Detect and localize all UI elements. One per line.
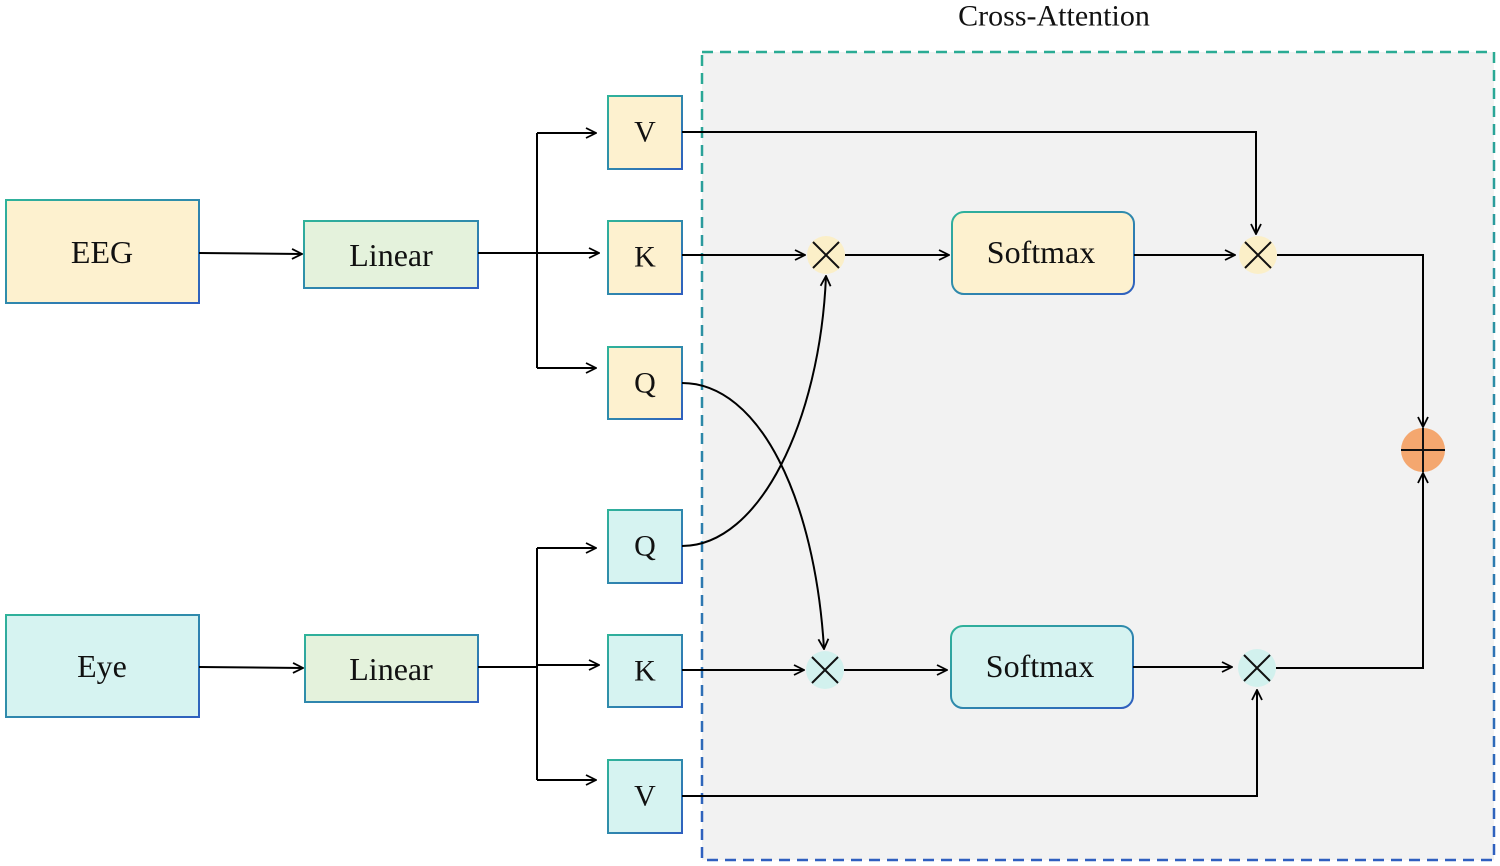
eeg-v-label: V: [634, 116, 656, 149]
eye-multiply-to-add-arrow: [1276, 473, 1423, 669]
eeg-k-box: [607, 220, 683, 295]
eye-k-label: K: [634, 655, 656, 688]
eye-linear-label: Linear: [349, 651, 433, 687]
eeg-q-box: [607, 346, 683, 420]
eeg-softmax-label: Softmax: [987, 234, 1095, 270]
eeg-q-label: Q: [634, 367, 656, 400]
eye-q-box: [607, 509, 683, 584]
eye-input-label: Eye: [77, 648, 127, 684]
eeg-av-multiply-icon: [1239, 236, 1277, 274]
eye-input-box: [5, 614, 200, 718]
eye-v-label: V: [634, 780, 656, 813]
cross-attention-region: [700, 50, 1496, 862]
eeg-input-box: [5, 199, 200, 304]
eeg-linear-box: [303, 220, 479, 289]
cross-attention-title: Cross-Attention: [958, 0, 1150, 33]
eye-softmax-label: Softmax: [986, 648, 1094, 684]
eeg-linear-label: Linear: [349, 237, 433, 273]
eye-av-multiply-icon: [1238, 649, 1276, 687]
eye-k-box: [607, 634, 683, 708]
eye-to-linear-arrow: [198, 667, 303, 668]
eeg-multiply-to-add-arrow: [1277, 254, 1423, 427]
eye-v-box: [607, 759, 683, 834]
eeg-k-label: K: [634, 241, 656, 274]
eeg-q-to-eye-multiply-curve: [681, 382, 824, 649]
add-fusion-icon: [1401, 428, 1445, 472]
eeg-v-box: [607, 95, 683, 170]
eye-v-to-multiply-arrow: [682, 690, 1257, 797]
eye-qk-multiply-icon: [806, 651, 844, 689]
eeg-input-label: EEG: [71, 234, 133, 270]
eeg-qk-multiply-icon: [807, 236, 845, 274]
eeg-to-linear-arrow: [198, 253, 302, 254]
eeg-v-to-multiply-arrow: [682, 131, 1256, 234]
eye-q-label: Q: [634, 530, 656, 563]
eye-linear-box: [304, 634, 479, 703]
eeg-softmax-box: [951, 211, 1135, 295]
